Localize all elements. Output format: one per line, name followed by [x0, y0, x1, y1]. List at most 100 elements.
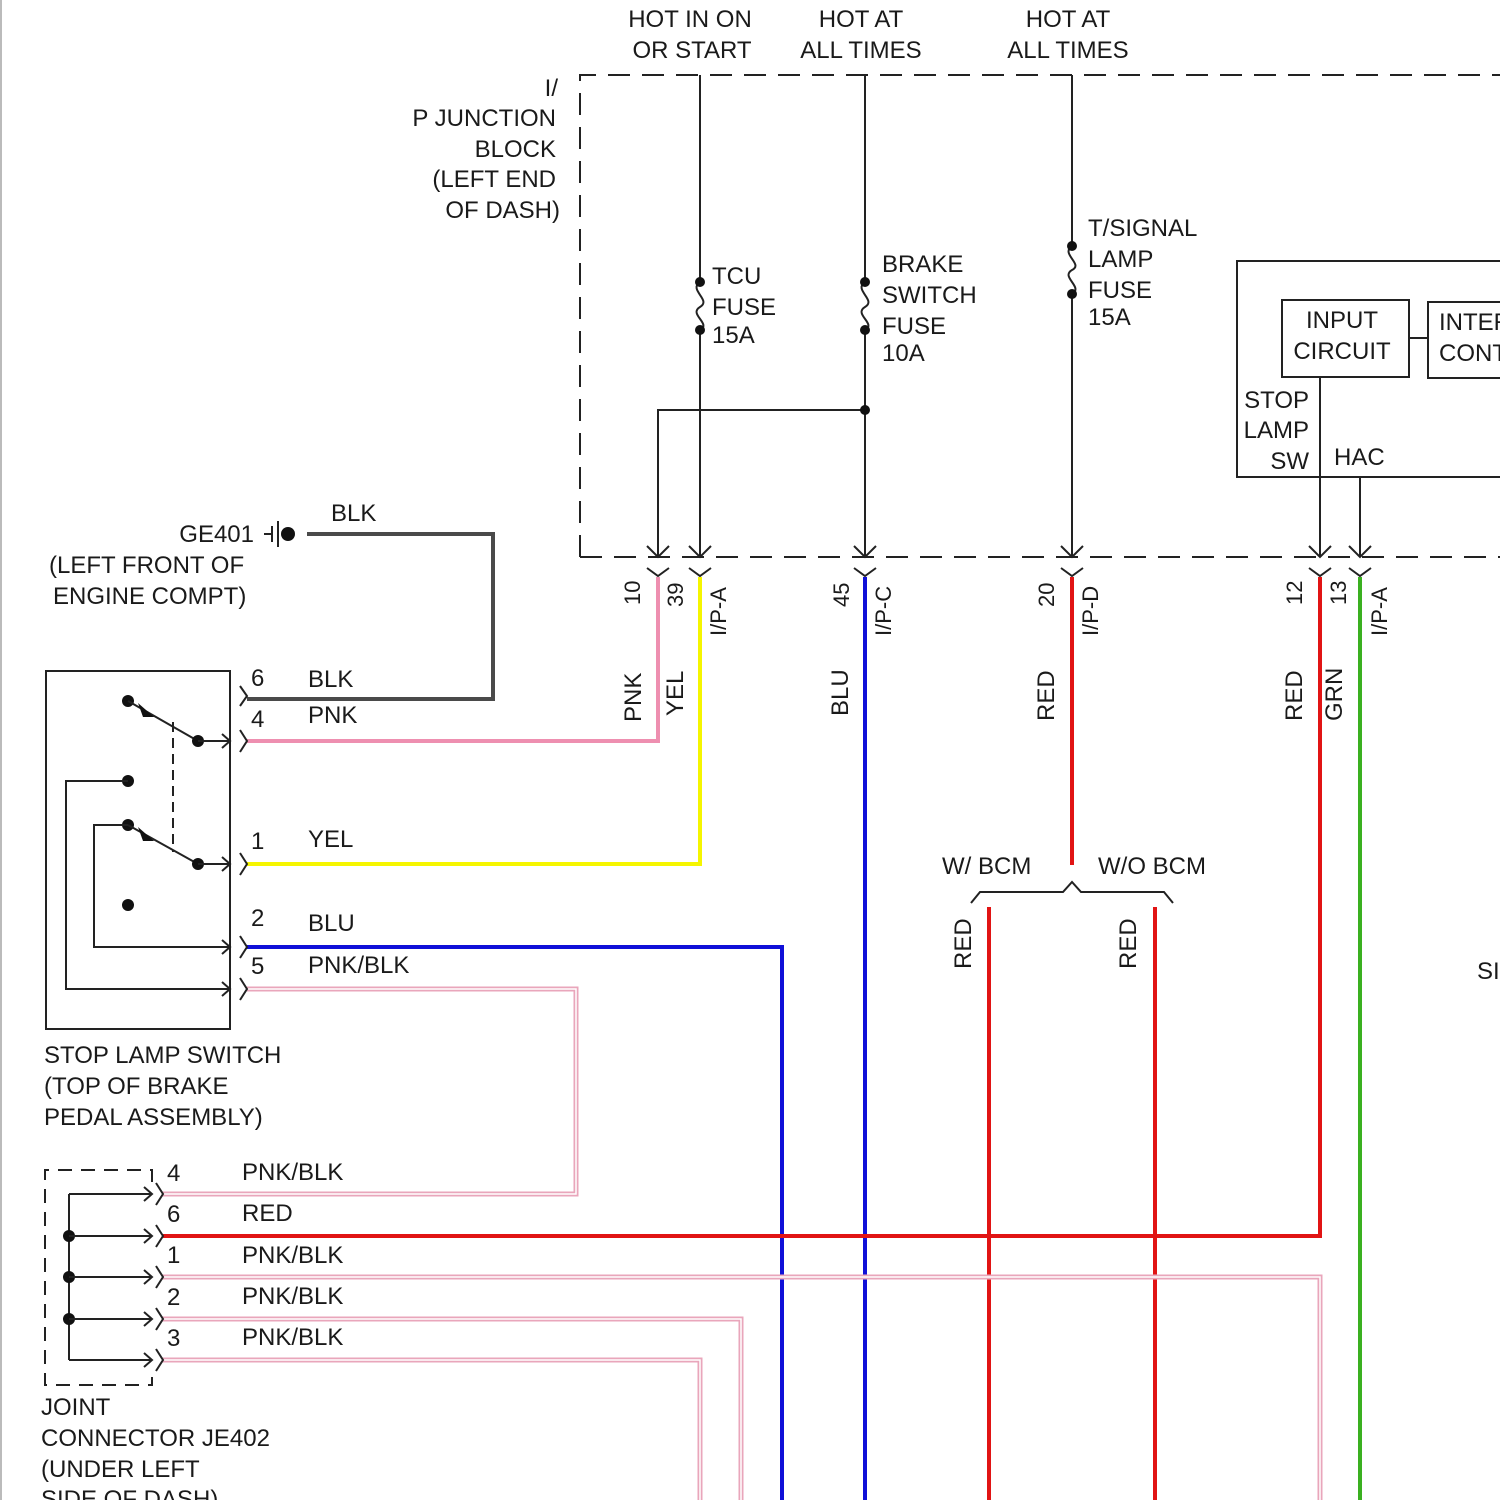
stop-lamp-switch-name-1: STOP LAMP SWITCH [44, 1042, 281, 1069]
switch-contact-arm-1 [128, 701, 198, 741]
hot-at-all-times-label-2: HOT AT [1026, 6, 1111, 33]
connector-ipa-label-2: I/P-A [1367, 587, 1392, 636]
joint-connector-name-4: SIDE OF DASH) [41, 1486, 218, 1500]
splice-dot [860, 405, 870, 415]
joint-wire-6-color: RED [242, 1200, 293, 1227]
switch-wire-6-color: BLK [308, 666, 353, 693]
brake-fuse-label-2: SWITCH [882, 282, 977, 309]
wire-label-red-pin12: RED [1281, 670, 1308, 721]
ground-name-label: GE401 [179, 521, 254, 548]
switch-pin-1: 1 [251, 828, 264, 855]
tsignal-fuse-label-3: FUSE [1088, 277, 1152, 304]
tsignal-fuse-label-2: LAMP [1088, 246, 1153, 273]
joint-connector-name-3: (UNDER LEFT [41, 1456, 200, 1483]
joint-pin-1: 1 [167, 1242, 180, 1269]
supply-labels: HOT IN ON OR START HOT AT ALL TIMES HOT … [628, 6, 1128, 64]
switch-contact-arm-2 [128, 825, 198, 864]
switch-pin-2: 2 [251, 905, 264, 932]
tsignal-fuse-label-1: T/SIGNAL [1088, 215, 1197, 242]
joint-wire-2-color: PNK/BLK [242, 1283, 343, 1310]
tsignal-fuse-label-4: 15A [1088, 304, 1131, 331]
wire-label-red-without-bcm: RED [1115, 918, 1142, 969]
switch-wire-4-color: PNK [308, 702, 357, 729]
stop-lamp-sw-label-2: LAMP [1244, 417, 1309, 444]
joint-connector-je402: 4 PNK/BLK 6 RED 1 PNK/BLK 2 PNK/BLK 3 PN… [41, 1159, 343, 1500]
switch-wire-1-color: YEL [308, 826, 353, 853]
junction-block-label-5: OF DASH) [445, 197, 560, 224]
brake-switch-fuse-symbol [862, 282, 869, 330]
pin-20-label: 20 [1034, 583, 1059, 607]
switch-pin-4: 4 [251, 706, 264, 733]
switch-wire-5-color: PNK/BLK [308, 952, 409, 979]
joint-pin-6: 6 [167, 1201, 180, 1228]
junction-block-label-1: I/ [545, 75, 559, 102]
junction-block-label-3: BLOCK [475, 136, 556, 163]
joint-wire-1-color: PNK/BLK [242, 1242, 343, 1269]
wire-label-red-ipd: RED [1033, 670, 1060, 721]
stop-lamp-sw-label-3: SW [1270, 448, 1309, 475]
pin-45-label: 45 [829, 583, 854, 607]
switch-wire-2-color: BLU [308, 910, 355, 937]
brake-fuse-label-4: 10A [882, 340, 925, 367]
switch-pin-6: 6 [251, 665, 264, 692]
joint-connector-name-2: CONNECTOR JE402 [41, 1425, 270, 1452]
wire-label-red-with-bcm: RED [950, 918, 977, 969]
or-start-label: OR START [632, 37, 751, 64]
pin-12-label: 12 [1282, 581, 1307, 605]
hot-in-on-label: HOT IN ON [628, 6, 752, 33]
inter-cont-label-2: CONT [1439, 340, 1500, 367]
joint-pin-2: 2 [167, 1284, 180, 1311]
stop-lamp-switch: 6 BLK 4 PNK 1 YEL 2 BLU 5 PNK/BLK STOP L… [44, 665, 409, 1131]
with-bcm-label: W/ BCM [942, 853, 1031, 880]
wire-label-pnk: PNK [620, 673, 647, 722]
vertical-wire-labels: PNK YEL BLU RED RED GRN RED RED [620, 668, 1348, 969]
joint-pin-3: 3 [167, 1325, 180, 1352]
connector-ipd-label: I/P-D [1078, 586, 1103, 636]
tcu-fuse-symbol [697, 282, 704, 330]
input-circuit-label-2: CIRCUIT [1293, 338, 1391, 365]
pin-39-label: 39 [663, 583, 688, 607]
stop-lamp-switch-name-2: (TOP OF BRAKE [44, 1073, 229, 1100]
connector-ipc-label: I/P-C [871, 586, 896, 636]
wire-label-yel: YEL [662, 671, 689, 716]
tcu-fuse-label-1: TCU [712, 263, 761, 290]
joint-connector-name-1: JOINT [41, 1394, 111, 1421]
ground-location-label-2: ENGINE COMPT) [53, 583, 246, 610]
joint-pin-4: 4 [167, 1160, 180, 1187]
ground-wire-color-label: BLK [331, 500, 376, 527]
switch-pin-5: 5 [251, 953, 264, 980]
hot-at-all-times-label-1: HOT AT [819, 6, 904, 33]
brake-fuse-label-1: BRAKE [882, 251, 963, 278]
wire-label-blu: BLU [827, 669, 854, 716]
stop-lamp-sw-label-1: STOP [1244, 387, 1309, 414]
junction-block-label-4: (LEFT END [432, 166, 556, 193]
module-side-label: SI [1477, 958, 1500, 985]
stop-lamp-switch-body [46, 671, 230, 1029]
all-times-label-2: ALL TIMES [1007, 37, 1128, 64]
bcm-split-bracket [971, 882, 1173, 903]
wire-label-grn-pin13: GRN [1321, 668, 1348, 721]
ground-location-label-1: (LEFT FRONT OF [49, 552, 244, 579]
tsignal-fuse-symbol [1069, 246, 1076, 294]
without-bcm-label: W/O BCM [1098, 853, 1206, 880]
all-times-label-1: ALL TIMES [800, 37, 921, 64]
internal-wiring: TCU FUSE 15A BRAKE SWITCH FUSE 10A T/SIG… [658, 75, 1197, 556]
ip-connector-pins: 10 39 I/P-A 45 I/P-C 20 I/P-D 12 13 I/P-… [620, 546, 1392, 636]
stop-lamp-switch-name-3: PEDAL ASSEMBLY) [44, 1104, 263, 1131]
input-circuit-label-1: INPUT [1306, 307, 1378, 334]
pin-10-label: 10 [620, 581, 645, 605]
pin-13-label: 13 [1326, 581, 1351, 605]
wire-blk [247, 534, 493, 699]
tcu-fuse-label-3: 15A [712, 322, 755, 349]
joint-wire-4-color: PNK/BLK [242, 1159, 343, 1186]
inter-cont-label-1: INTER [1439, 309, 1500, 336]
hac-label: HAC [1334, 444, 1385, 471]
junction-block-label-2: P JUNCTION [412, 105, 556, 132]
ground-ge401: GE401 BLK (LEFT FRONT OF ENGINE COMPT) [49, 500, 376, 610]
joint-wire-3-color: PNK/BLK [242, 1324, 343, 1351]
brake-fuse-label-3: FUSE [882, 313, 946, 340]
tcu-fuse-label-2: FUSE [712, 294, 776, 321]
connector-ipa-label-1: I/P-A [706, 587, 731, 636]
